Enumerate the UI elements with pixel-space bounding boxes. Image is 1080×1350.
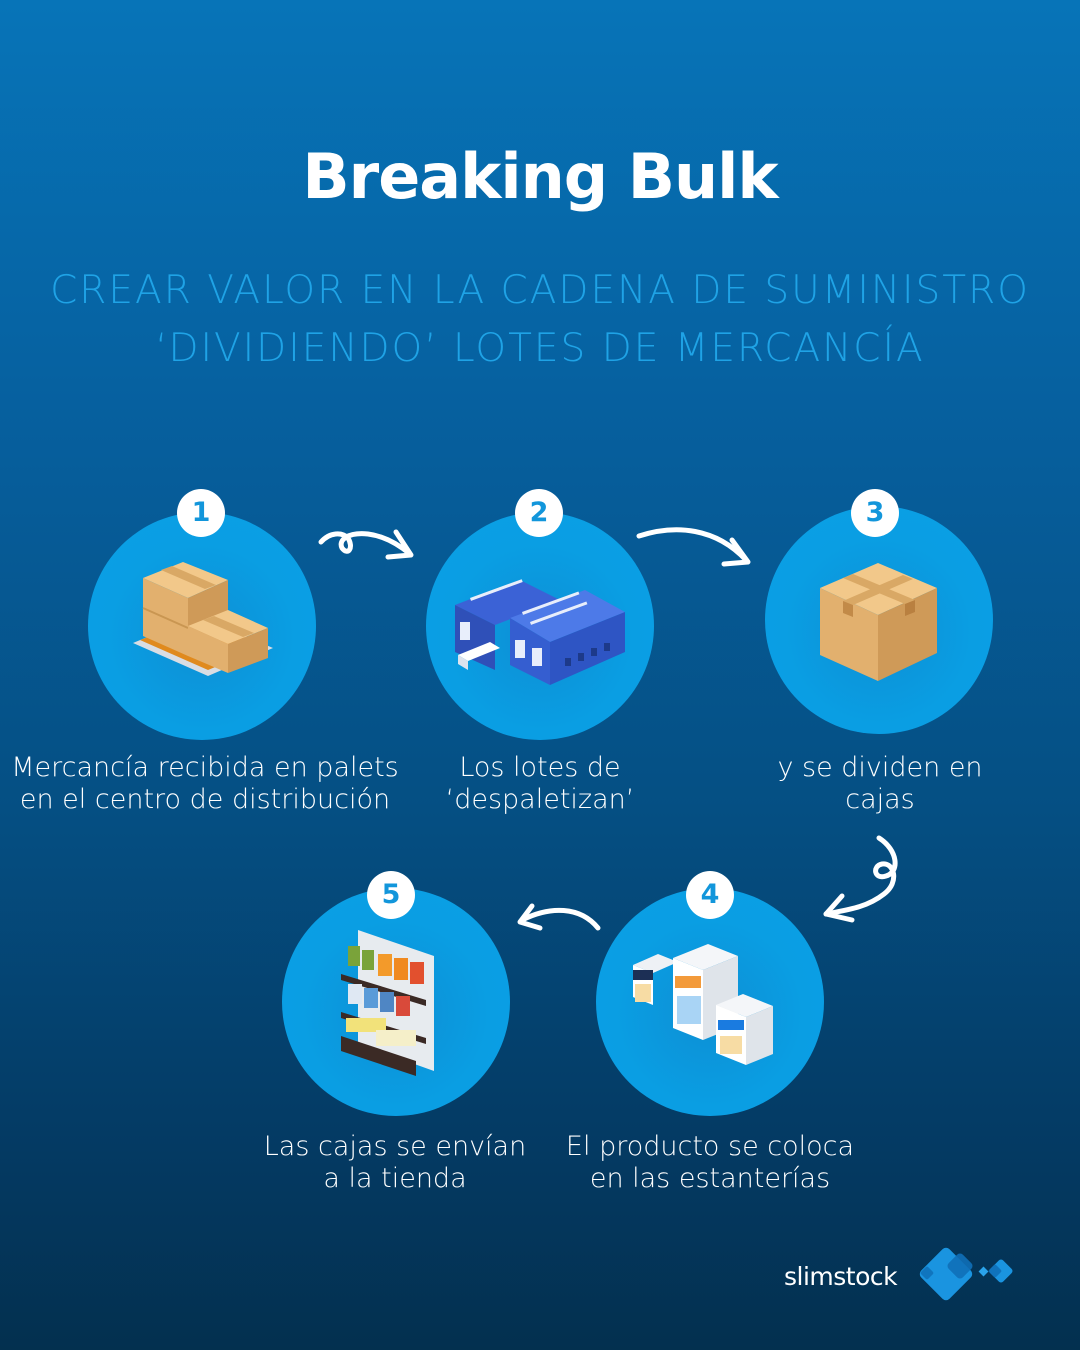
diamond-logo-icon: [919, 1247, 1013, 1301]
step-5-label: Las cajas se envían a la tienda: [263, 1131, 527, 1194]
step-4-label: El producto se coloca en las estanterías: [565, 1131, 855, 1194]
step-2-label: Los lotes de ‘despaletizan’: [445, 752, 635, 815]
step-3-badge: 3: [851, 489, 899, 537]
warehouse-icon: [450, 560, 630, 694]
arrow-1-to-2-icon: [318, 529, 414, 560]
arrow-2-to-3-icon: [636, 527, 751, 567]
pallet-boxes-icon: [128, 548, 278, 682]
step-1-badge: 1: [177, 489, 225, 537]
arrow-4-to-5-icon: [517, 903, 601, 931]
subtitle-line-2: ‘DIVIDIENDO’ LOTES DE MERCANCÍA: [155, 326, 925, 371]
arrow-3-to-4-icon: [823, 835, 898, 923]
page-title: Breaking Bulk: [302, 140, 778, 213]
subtitle-line-1: CREAR VALOR EN LA CADENA DE SUMINISTRO: [50, 268, 1030, 313]
shelf-icon: [336, 926, 446, 1080]
brand-name: slimstock: [784, 1262, 898, 1291]
step-3-label: y se dividen en cajas: [777, 752, 983, 815]
step-2-badge: 2: [515, 489, 563, 537]
box-icon: [815, 553, 945, 687]
subtitle: CREAR VALOR EN LA CADENA DE SUMINISTRO ‘…: [0, 262, 1080, 378]
step-5-badge: 5: [367, 871, 415, 919]
stores-icon: [628, 940, 788, 1074]
step-1-label: Mercancía recibida en palets en el centr…: [11, 752, 399, 815]
step-4-badge: 4: [686, 871, 734, 919]
